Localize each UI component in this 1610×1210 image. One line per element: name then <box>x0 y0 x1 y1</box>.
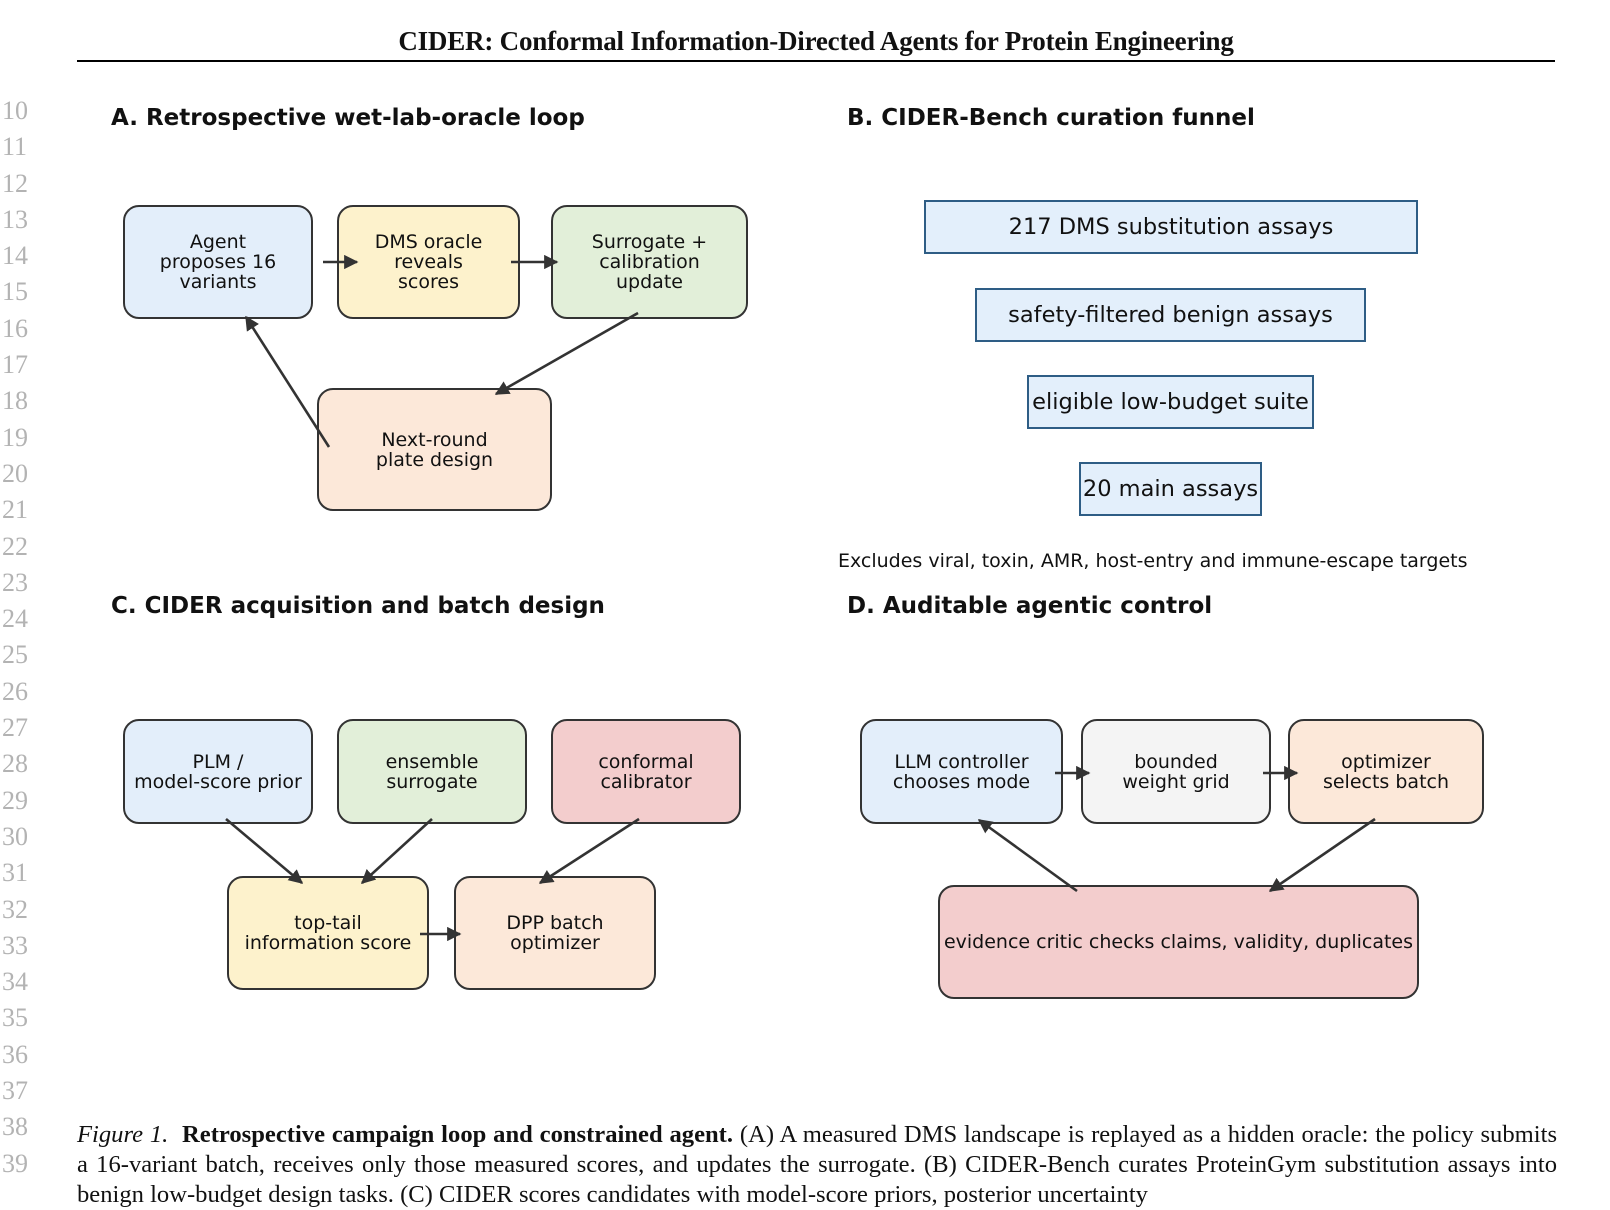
panel-c-title: C. CIDER acquisition and batch design <box>111 593 605 619</box>
line-number: 36 <box>2 1039 28 1069</box>
panel-a-title: A. Retrospective wet-lab-oracle loop <box>111 105 585 131</box>
agent-proposes-box: Agent proposes 16 variants <box>123 205 313 319</box>
line-number: 30 <box>2 821 28 851</box>
line-number: 39 <box>2 1148 28 1178</box>
line-number: 31 <box>2 858 28 888</box>
arrow-optimizer-to-critic <box>1268 817 1376 893</box>
line-number: 11 <box>2 132 28 162</box>
surrogate-update-box: Surrogate + calibration update <box>551 205 748 319</box>
dms-oracle-box: DMS oracle reveals scores <box>337 205 520 319</box>
panel-d-title: D. Auditable agentic control <box>847 593 1213 619</box>
line-number: 34 <box>2 967 28 997</box>
bounded-weight-grid-box: bounded weight grid <box>1081 719 1271 824</box>
funnel-stage-4: 20 main assays <box>1079 462 1262 516</box>
line-number: 38 <box>2 1112 28 1142</box>
figure-caption: Figure 1. Retrospective campaign loop an… <box>77 1120 1557 1210</box>
caption-text-1: (A) A measured DMS landscape is replayed… <box>77 1121 1558 1178</box>
line-number: 13 <box>2 204 28 234</box>
line-number: 16 <box>2 313 28 343</box>
line-number: 10 <box>2 96 28 125</box>
funnel-exclusion-note: Excludes viral, toxin, AMR, host-entry a… <box>838 550 1468 572</box>
arrow-calibrator-to-dpp <box>538 817 640 885</box>
llm-controller-box: LLM controller chooses mode <box>860 719 1063 824</box>
line-number: 12 <box>2 168 28 198</box>
line-number: 21 <box>2 495 28 525</box>
line-number-gutter: 10 11 12 13 14 15 16 17 18 19 20 21 22 23 24 25 26 27 28 29… <box>0 93 40 1182</box>
arrow-ensemble-to-info-score <box>360 818 433 884</box>
line-number: 26 <box>2 676 28 706</box>
line-number: 32 <box>2 894 28 924</box>
diagram-arrows <box>225 254 1376 942</box>
line-number: 29 <box>2 785 28 815</box>
line-number: 19 <box>2 422 28 452</box>
ensemble-surrogate-box: ensemble surrogate <box>337 719 527 824</box>
line-number: 37 <box>2 1076 28 1106</box>
funnel-stage-3: eligible low-budget suite <box>1027 375 1314 429</box>
line-number: 35 <box>2 1003 28 1033</box>
arrow-next-round-to-agent <box>244 315 331 448</box>
funnel-stage-1: 217 DMS substitution assays <box>924 200 1418 254</box>
caption-bench-name: CIDER-Bench <box>965 1151 1110 1178</box>
line-number: 15 <box>2 277 28 307</box>
line-number: 25 <box>2 640 28 670</box>
next-round-plate-box: Next-round plate design <box>317 388 552 511</box>
plm-prior-box: PLM / model-score prior <box>123 719 313 824</box>
arrow-surrogate-to-next-round <box>494 311 639 396</box>
line-number: 33 <box>2 930 28 960</box>
line-number: 28 <box>2 749 28 779</box>
caption-label: Figure 1. <box>77 1121 169 1148</box>
funnel-stage-2: safety-filtered benign assays <box>975 288 1366 342</box>
line-number: 22 <box>2 531 28 561</box>
evidence-critic-box: evidence critic checks claims, validity,… <box>938 885 1419 999</box>
panel-b-title: B. CIDER-Bench curation funnel <box>847 105 1255 131</box>
conformal-calibrator-box: conformal calibrator <box>551 719 741 824</box>
line-number: 14 <box>2 241 28 271</box>
line-number: 23 <box>2 567 28 597</box>
line-number: 17 <box>2 350 28 380</box>
line-number: 24 <box>2 604 28 634</box>
information-score-box: top-tail information score <box>227 876 429 990</box>
dpp-batch-optimizer-box: DPP batch optimizer <box>454 876 656 990</box>
arrow-critic-to-llm <box>977 818 1078 893</box>
arrow-plm-to-info-score <box>225 818 304 884</box>
header-rule <box>77 60 1555 62</box>
caption-bold-title: Retrospective campaign loop and constrai… <box>182 1121 734 1148</box>
running-header-title: CIDER: Conformal Information-Directed Ag… <box>398 26 1234 56</box>
line-number: 20 <box>2 458 28 488</box>
line-number: 27 <box>2 713 28 743</box>
line-number: 18 <box>2 386 28 416</box>
